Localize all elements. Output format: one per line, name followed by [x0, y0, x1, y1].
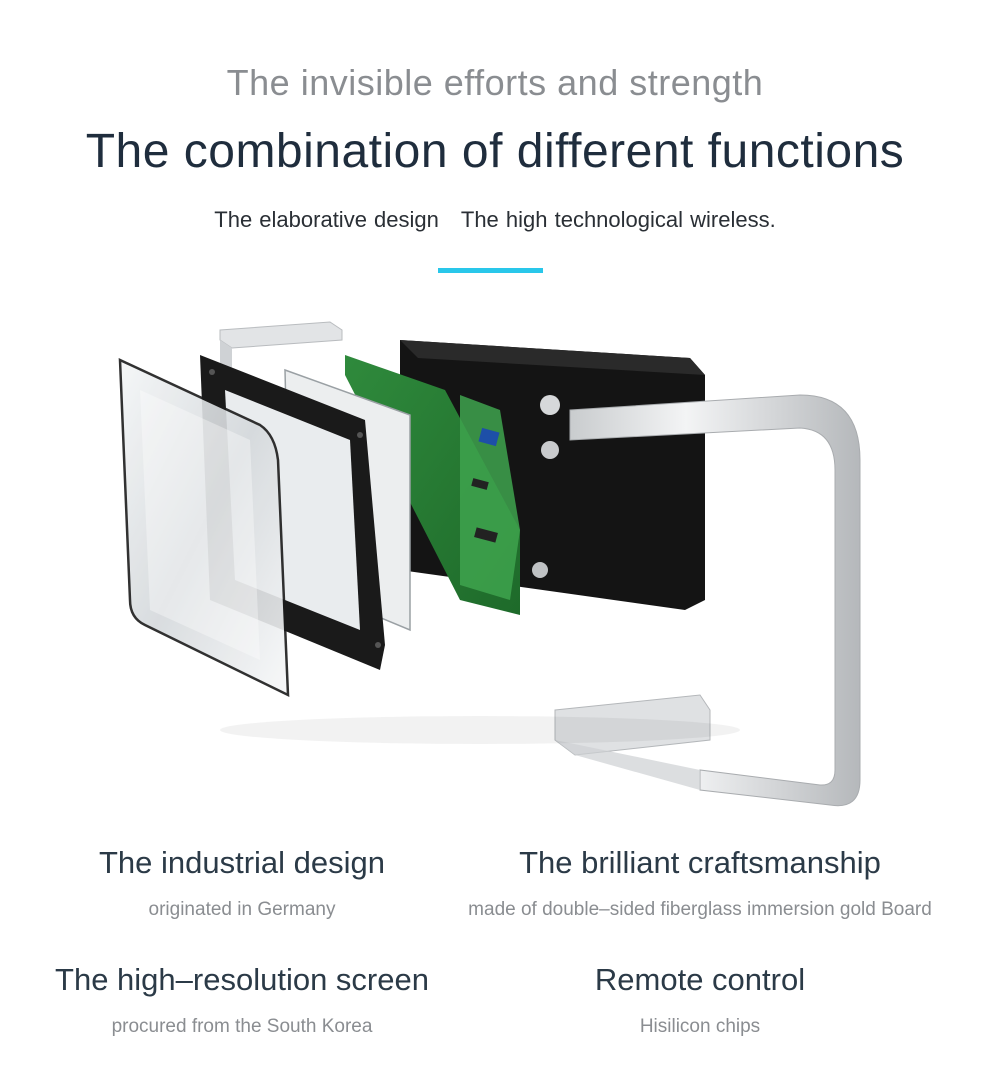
tagline: The elaborative design The high technolog… [0, 207, 990, 233]
front-glass-panel [118, 358, 290, 698]
feature-title: The high–resolution screen [55, 962, 429, 997]
feature-subtitle: Hisilicon chips [639, 1016, 761, 1037]
feature-screen: The high–resolution screen procured from… [30, 962, 454, 1038]
eyebrow-heading: The invisible efforts and strength [226, 62, 764, 103]
feature-craftsmanship: The brilliant craftsmanship made of doub… [420, 845, 980, 921]
feature-title: The industrial design [98, 845, 386, 880]
tagline-left: The elaborative design [214, 207, 439, 232]
main-heading: The combination of different functions [85, 125, 905, 178]
top-bracket [219, 321, 343, 349]
feature-industrial-design: The industrial design originated in Germ… [40, 845, 444, 921]
feature-title: Remote control [594, 962, 806, 997]
tagline-right: The high technological wireless. [460, 207, 776, 232]
feature-subtitle: procured from the South Korea [111, 1016, 373, 1037]
feature-remote-control: Remote control Hisilicon chips [480, 962, 920, 1038]
feature-subtitle: originated in Germany [148, 899, 336, 920]
feature-subtitle: made of double–sided fiberglass immersio… [468, 899, 932, 920]
exploded-clock-illustration [118, 321, 861, 807]
feature-title: The brilliant craftsmanship [519, 845, 881, 880]
accent-divider [438, 268, 543, 273]
